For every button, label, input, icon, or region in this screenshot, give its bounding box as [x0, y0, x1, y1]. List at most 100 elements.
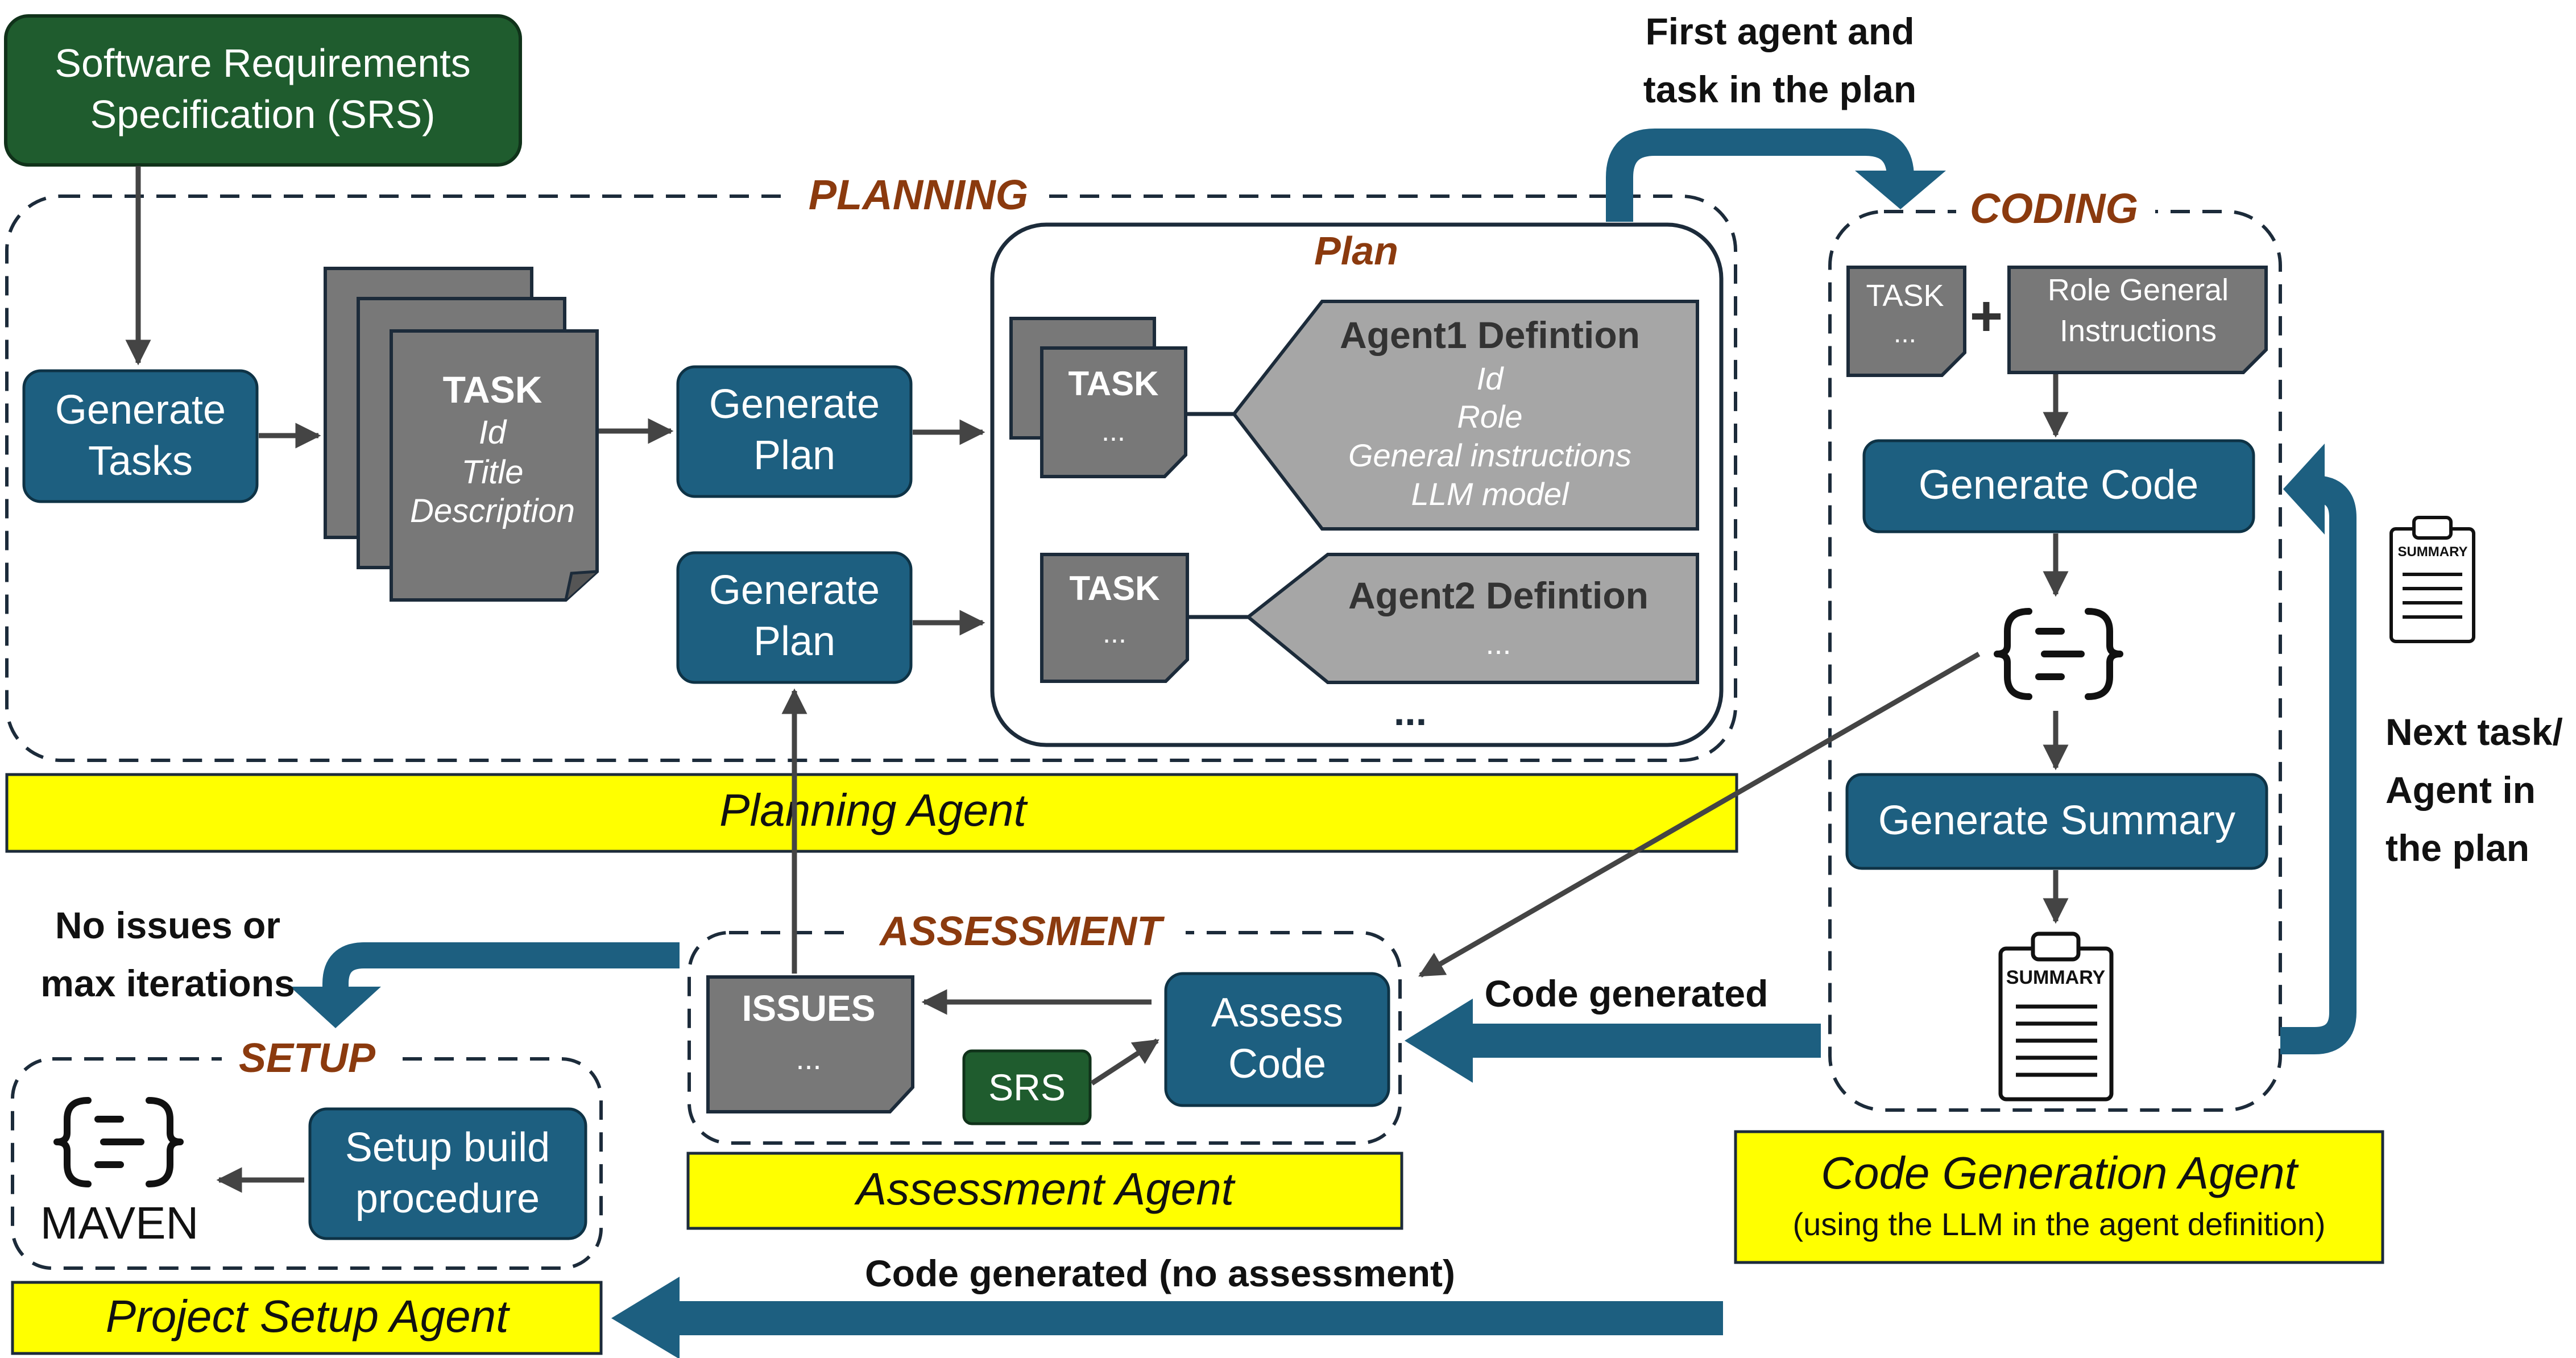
plan-task-2-title: TASK: [1070, 569, 1160, 607]
coding-section-label-bg: [1956, 185, 2155, 236]
task-card-id: Id: [479, 414, 507, 451]
code-generated-no-assessment-label: Code generated (no assessment): [865, 1252, 1455, 1294]
generate-code-button[interactable]: [1862, 439, 2255, 533]
summary-clipboard-icon: [1998, 931, 2114, 1102]
assessment-agent-label: Assessment Agent: [854, 1164, 1236, 1214]
setup-build-line2: procedure: [355, 1176, 540, 1222]
plan-more-ellipsis: ...: [1394, 689, 1427, 734]
srs-small-box: [962, 1049, 1092, 1125]
summary-small-icon: [2389, 516, 2475, 643]
setup-build-procedure-button[interactable]: [308, 1107, 587, 1240]
agent1-llm-model: LLM model: [1411, 476, 1569, 512]
code-generation-agent-label: Code Generation Agent: [1821, 1148, 2298, 1198]
agent1-general-instructions: General instructions: [1348, 437, 1631, 473]
arrow-code-to-assess: [1418, 652, 1981, 978]
plan-task-1-stack: [1009, 317, 1187, 478]
planning-section-label: PLANNING: [809, 171, 1028, 218]
agent2-ellipsis: ...: [1485, 627, 1511, 661]
coding-task-ellipsis: ...: [1894, 318, 1916, 349]
next-task-curved-arrow: [2280, 475, 2356, 1054]
generate-tasks-button[interactable]: [22, 369, 259, 503]
planning-section-label-bg: [788, 171, 1049, 222]
code-generation-agent-banner: [1734, 1130, 2384, 1264]
coding-task-card: [1846, 266, 1966, 377]
generate-plan-line2: Plan: [753, 433, 835, 478]
first-agent-curved-arrow: [1606, 129, 1914, 222]
task-card-description: Description: [410, 492, 575, 529]
generate-code-label: Generate Code: [1919, 462, 2198, 508]
coding-task-title: TASK: [1866, 279, 1944, 313]
code-generated-arrow: [1405, 999, 1821, 1083]
setup-section-label-bg: [222, 1034, 392, 1085]
task-card-title: TASK: [443, 369, 542, 411]
code-output-icon: [1994, 608, 2123, 700]
generate-plan-2-button[interactable]: [676, 551, 913, 684]
next-task-label-line3: the plan: [2386, 827, 2529, 869]
issues-card: [706, 975, 914, 1113]
assessment-section-label: ASSESSMENT: [879, 909, 1165, 954]
plan-task-1-title: TASK: [1068, 365, 1159, 403]
agent2-title: Agent2 Defintion: [1348, 574, 1649, 616]
planning-agent-label: Planning Agent: [719, 785, 1028, 835]
issues-ellipsis: ...: [796, 1042, 821, 1076]
no-issues-curved-arrow: [322, 942, 680, 997]
assess-code-line2: Code: [1228, 1041, 1326, 1087]
generate-plan-2-line2: Plan: [753, 619, 835, 664]
summary-clipboard-label: SUMMARY: [2006, 967, 2106, 988]
maven-label: MAVEN: [40, 1198, 199, 1248]
next-task-arrowhead: [2283, 444, 2325, 535]
assessment-section-label-bg: [850, 907, 1186, 958]
setup-section-label: SETUP: [239, 1036, 376, 1081]
generate-summary-label: Generate Summary: [1878, 798, 2235, 843]
role-general-line2: Instructions: [2060, 314, 2217, 348]
maven-code-icon: [53, 1097, 184, 1187]
task-card-title-field: Title: [461, 454, 523, 491]
next-task-label-line1: Next task/: [2386, 711, 2563, 753]
next-task-label-line2: Agent in: [2386, 769, 2536, 811]
role-general-instructions-card: [2007, 266, 2268, 374]
no-issues-arrowhead: [290, 987, 381, 1028]
project-setup-agent-banner: [11, 1281, 603, 1355]
generate-plan-line1: Generate: [709, 382, 880, 427]
project-setup-agent-label: Project Setup Agent: [106, 1291, 510, 1342]
first-agent-arrowhead: [1855, 171, 1946, 209]
first-agent-label-line1: First agent and: [1645, 10, 1914, 52]
plan-task-2-card: [1040, 553, 1189, 683]
first-agent-label-line2: task in the plan: [1643, 68, 1916, 110]
agent2-definition-shape: [1245, 553, 1699, 684]
code-generated-label: Code generated: [1485, 972, 1769, 1015]
generate-plan-2-line1: Generate: [709, 568, 880, 613]
issues-title: ISSUES: [742, 988, 876, 1029]
generate-tasks-line2: Tasks: [88, 438, 193, 484]
plan-task-2-ellipsis: ...: [1103, 617, 1127, 649]
srs-small-label: SRS: [988, 1066, 1066, 1108]
no-issues-label-line2: max iterations: [40, 962, 295, 1004]
generate-plan-button[interactable]: [676, 365, 913, 498]
no-issues-label-line1: No issues or: [55, 904, 280, 946]
code-generated-no-assessment-arrow: [611, 1277, 1723, 1358]
task-document-stack: [324, 267, 599, 602]
agent1-id: Id: [1477, 361, 1505, 396]
assess-code-button[interactable]: [1164, 972, 1390, 1107]
plan-box-label: Plan: [1314, 229, 1398, 273]
generate-summary-button[interactable]: [1845, 773, 2268, 870]
srs-line2: Specification (SRS): [90, 92, 436, 136]
coding-section-label: CODING: [1970, 185, 2138, 232]
setup-build-line1: Setup build: [345, 1125, 550, 1170]
agent1-title: Agent1 Defintion: [1340, 314, 1640, 356]
role-general-line1: Role General: [2048, 273, 2229, 307]
planning-agent-banner: [5, 773, 1738, 853]
arrow-srs-to-assess: [1090, 1038, 1159, 1086]
summary-small-label: SUMMARY: [2397, 544, 2467, 560]
coding-plus: +: [1970, 284, 2003, 348]
assessment-agent-banner: [686, 1152, 1403, 1230]
code-generation-agent-note: (using the LLM in the agent definition): [1792, 1206, 2325, 1242]
assess-code-line1: Assess: [1211, 990, 1343, 1036]
plan-task-1-ellipsis: ...: [1101, 415, 1125, 447]
agent1-role: Role: [1457, 399, 1522, 434]
srs-box: [4, 14, 522, 167]
generate-tasks-line1: Generate: [55, 387, 226, 433]
agent1-definition-shape: [1232, 300, 1699, 531]
srs-line1: Software Requirements: [55, 41, 470, 85]
